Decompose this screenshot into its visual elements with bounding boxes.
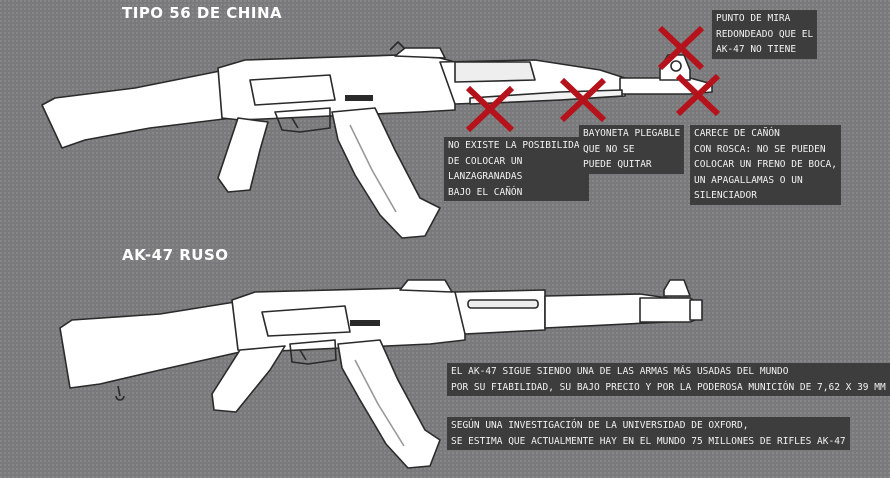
type56-rifle-illustration — [41, 41, 713, 239]
fact-usage: EL AK-47 SIGUE SIENDO UNA DE LAS ARMAS M… — [447, 363, 890, 396]
annotation-barrel: CARECE DE CAÑÓN CON ROSCA: NO SE PUEDEN … — [690, 125, 841, 205]
cross-icon-grenade — [465, 85, 515, 133]
cross-icon-barrel — [675, 73, 721, 117]
ak47-rifle-illustration — [59, 279, 703, 469]
annotation-bayonet: BAYONETA PLEGABLE QUE NO SE PUEDE QUITAR — [579, 125, 685, 174]
title-type56: TIPO 56 DE CHINA — [122, 4, 283, 22]
annotation-front-sight: PUNTO DE MIRA REDONDEADO QUE EL AK-47 NO… — [712, 10, 818, 59]
fact-rifle-count: SEGÚN UNA INVESTIGACIÓN DE LA UNIVERSIDA… — [447, 417, 850, 450]
annotation-grenade-launcher: NO EXISTE LA POSIBILIDAD DE COLOCAR UN L… — [444, 137, 590, 201]
cross-icon-sight — [657, 25, 705, 71]
title-ak47: AK-47 RUSO — [122, 246, 229, 264]
cross-icon-bayonet — [559, 77, 607, 123]
cross-marks — [465, 25, 721, 133]
